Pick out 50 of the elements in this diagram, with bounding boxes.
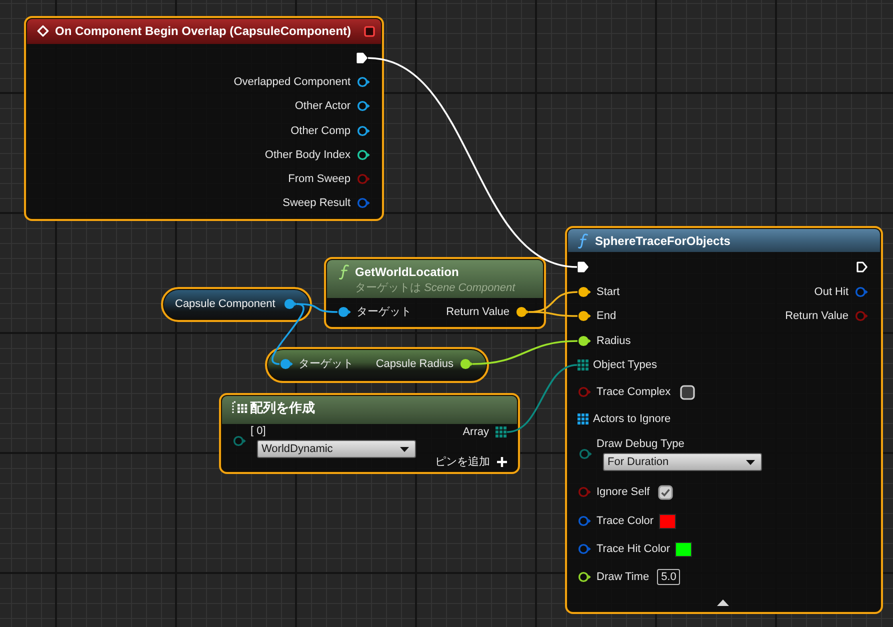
- wire: [296, 303, 338, 313]
- pin-label: Trace Hit Color: [596, 542, 670, 556]
- pin-label: Trace Complex: [596, 385, 671, 399]
- pin-label: Actors to Ignore: [593, 412, 671, 426]
- pin-label: Draw Time: [596, 570, 650, 584]
- wire: [528, 311, 578, 317]
- node-title: Capsule Component: [175, 297, 276, 311]
- variable-node: [161, 287, 312, 322]
- pin-icon: [284, 298, 296, 310]
- node-subtitle: ターゲットは Scene Component: [355, 281, 516, 295]
- node-title: On Component Begin Overlap (CapsuleComponent): [55, 24, 352, 38]
- function-node: [265, 347, 489, 383]
- dropdown: WorldDynamic: [256, 440, 416, 458]
- function-node: [324, 257, 546, 329]
- pin-label: Other Body Index: [264, 148, 350, 162]
- function-node: [565, 226, 883, 614]
- arrow-pin-icon: [577, 261, 589, 273]
- pin-label: Start: [596, 285, 620, 299]
- pin-label: Return Value: [446, 305, 510, 319]
- pin-label: Return Value: [785, 309, 848, 323]
- pin-label: Other Comp: [290, 124, 350, 138]
- wire: [506, 364, 578, 433]
- pin-label: Trace Color: [596, 514, 654, 528]
- input-field: 5.0: [657, 569, 680, 585]
- node-title: GetWorldLocation: [355, 265, 459, 279]
- pin-label: ターゲット: [356, 305, 412, 319]
- function-node: [219, 393, 520, 474]
- pin-label: End: [596, 309, 616, 323]
- arrow-pin-icon: [856, 261, 868, 273]
- pin-label: Out Hit: [814, 285, 848, 299]
- pin-label: Overlapped Component: [234, 75, 350, 89]
- pin-label: Array: [462, 425, 489, 439]
- node-title: SphereTraceForObjects: [595, 234, 730, 248]
- pin-label: From Sweep: [288, 172, 350, 186]
- pin-label: Other Actor: [294, 99, 350, 113]
- pin-label: Draw Debug Type: [596, 437, 684, 451]
- dropdown: For Duration: [602, 453, 762, 471]
- pin-label: Sweep Result: [282, 196, 350, 210]
- pin-label: Radius: [596, 334, 631, 348]
- add-pin-label: ピンを追加: [435, 455, 490, 469]
- pin-label: Object Types: [593, 358, 657, 372]
- wire: [368, 57, 578, 268]
- pin-label: Ignore Self: [596, 485, 650, 499]
- pin-label: [ 0]: [250, 424, 266, 438]
- node-title: 配列を作成: [250, 401, 315, 415]
- wire: [472, 340, 578, 365]
- pin-label: ターゲット: [298, 357, 354, 371]
- pin-label: Capsule Radius: [376, 357, 454, 371]
- event-node: [24, 16, 384, 221]
- arrow-pin-icon: [356, 52, 368, 64]
